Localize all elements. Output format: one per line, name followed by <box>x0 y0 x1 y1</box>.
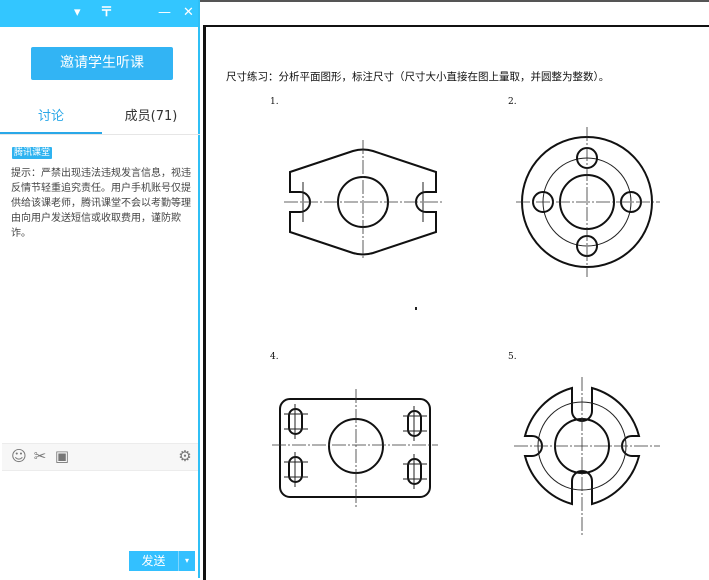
tab-members[interactable]: 成员(71) <box>124 109 178 124</box>
panel-titlebar: ▾ 〒 — ✕ <box>0 0 198 27</box>
tab-discussion[interactable]: 讨论 <box>0 104 102 134</box>
window-top-edge <box>200 0 709 2</box>
chat-input[interactable] <box>2 470 198 545</box>
pin-icon[interactable]: 〒 <box>100 5 114 20</box>
figure-2-drawing <box>516 127 660 277</box>
chat-toolbar: ☺ ✂ ▣ ⚙ <box>2 443 198 471</box>
shared-document: 尺寸练习：分析平面图形，标注尺寸（尺寸大小直接在图上量取，并圆整为整数）。 1.… <box>203 25 709 580</box>
image-icon[interactable]: ▣ <box>54 447 70 465</box>
scissors-icon[interactable]: ✂ <box>33 447 47 465</box>
send-options-chevron-icon[interactable]: ▾ <box>178 551 195 571</box>
invite-students-button[interactable]: 邀请学生听课 <box>31 47 173 80</box>
figure-4-drawing <box>272 389 438 507</box>
document-title: 尺寸练习：分析平面图形，标注尺寸（尺寸大小直接在图上量取，并圆整为整数）。 <box>226 71 610 83</box>
figure-label-2: 2. <box>508 97 517 107</box>
classroom-side-panel: ▾ 〒 — ✕ 邀请学生听课 讨论 成员(71) 腾讯课堂 提示：严禁出现违法违… <box>0 0 200 578</box>
figure-5-drawing <box>514 377 660 535</box>
panel-tabs: 讨论 成员(71) <box>0 104 200 135</box>
figure-label-4: 4. <box>270 352 279 362</box>
minimize-icon[interactable]: — <box>158 5 171 20</box>
settings-icon[interactable]: ⚙ <box>178 447 192 465</box>
scan-speck <box>415 307 417 310</box>
system-notice-text: 提示：严禁出现违法违规发言信息，视违反情节轻重追究责任。用户手机账号仅提供给该课… <box>11 168 191 239</box>
figure-1-drawing <box>284 140 442 260</box>
send-button[interactable]: 发送 <box>129 551 178 571</box>
figure-label-5: 5. <box>508 352 517 362</box>
figure-label-1: 1. <box>270 97 279 107</box>
emoji-icon[interactable]: ☺ <box>11 447 27 465</box>
close-icon[interactable]: ✕ <box>183 5 194 20</box>
dropdown-arrow-icon[interactable]: ▾ <box>74 5 81 20</box>
tencent-classroom-badge: 腾讯课堂 <box>12 147 53 159</box>
